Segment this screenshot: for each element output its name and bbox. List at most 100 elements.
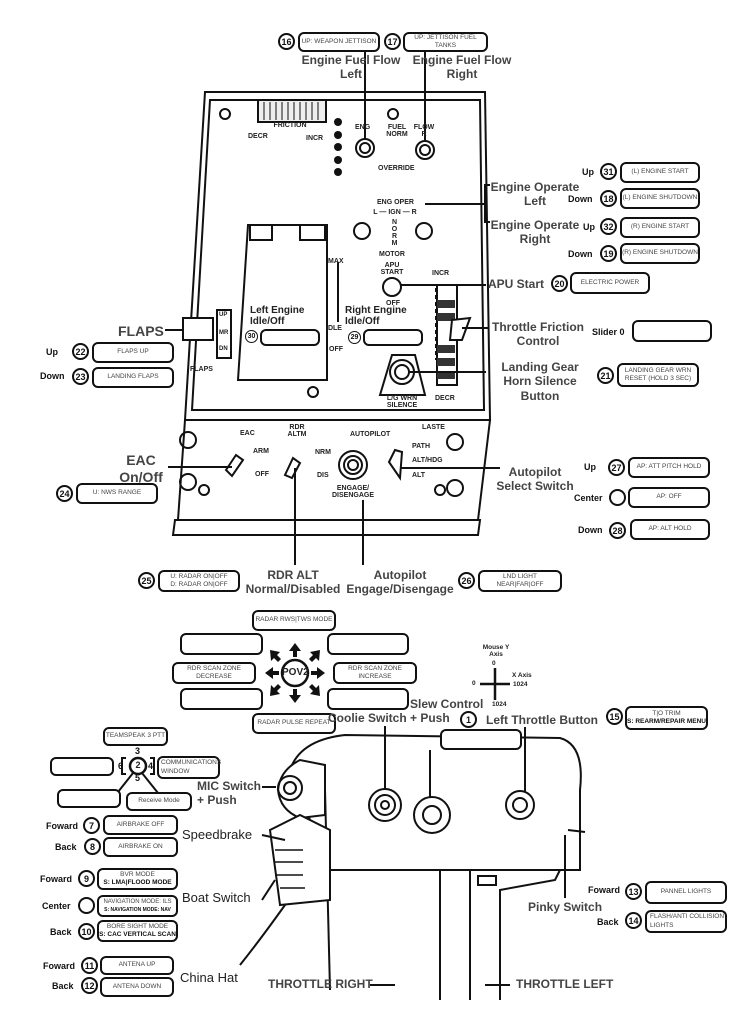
flaps-up-box: FLAPS UP: [92, 342, 174, 363]
teamspeak-box: TEAMSPEAK 3 PTT: [103, 727, 168, 746]
flaps-mr-mark: MR: [219, 330, 229, 336]
direction-4: 4: [148, 761, 154, 771]
autopilot-panel-label: AUTOPILOT: [350, 431, 391, 438]
button-number-7: 7: [83, 817, 100, 834]
eng-label: ENG: [355, 124, 371, 131]
l-engine-shutdown-box: (L) ENGINE SHUTDOWN: [620, 188, 700, 209]
button-number-31: 31: [600, 163, 617, 180]
comms-window-box: COMMUNICATIONS WINDOW: [157, 756, 221, 779]
button-number-center: [78, 897, 95, 914]
center-label: Center: [574, 493, 603, 503]
button-number-10: 10: [78, 923, 95, 940]
button-number-21: 21: [597, 367, 614, 384]
bore-text: BORE SIGHT MODE: [106, 922, 169, 930]
alt-label: ALT: [412, 472, 426, 479]
mic-switch-label: MIC Switch + Push: [197, 779, 262, 808]
y-zero-label: 0: [492, 660, 496, 667]
button-number-24: 24: [56, 485, 73, 502]
apu-off-label: OFF: [386, 300, 400, 307]
button-number-2: 2: [135, 760, 141, 770]
ign-label: L — IGN — R: [373, 209, 417, 216]
button-number-28: 28: [609, 522, 626, 539]
button-number-27: 27: [608, 459, 625, 476]
rdr-alt-label: RDR ALT Normal/Disabled: [245, 568, 341, 597]
coolie-switch-label: Coolie Switch: [328, 711, 407, 725]
forward-label: Foward: [40, 874, 73, 884]
autopilot-select-label: Autopilot Select Switch: [496, 465, 574, 494]
throttle-incr-label: INCR: [432, 270, 450, 277]
slider-label: Slider 0: [592, 327, 625, 337]
speedbrake-label: Speedbrake: [182, 827, 253, 842]
l-engine-start-box: (L) ENGINE START: [620, 162, 700, 183]
x-zero-label: 0: [472, 680, 476, 687]
up-label: Up: [584, 462, 596, 472]
fuel-jettison-box: UP: JETTISON FUEL TANKS: [403, 32, 488, 52]
rearm-text: S: REARM/REPAIR MENU: [627, 718, 706, 725]
china-hat-label: China Hat: [180, 970, 238, 985]
back-label: Back: [52, 981, 74, 991]
ap-alt-box: AP: ALT HOLD: [630, 519, 710, 540]
right-engine-label: Right Engine Idle/Off: [345, 305, 407, 327]
nav2-text: S: NAVIGATION MODE: NAV: [104, 906, 171, 913]
arm-label: ARM: [253, 448, 269, 455]
flow-r-label: FLOW R: [413, 124, 435, 138]
pov-right-box: RDR SCAN ZONE INCREASE: [333, 662, 417, 684]
eac-on-off-label: EAC On/Off: [119, 452, 163, 485]
nrm-label: NRM: [315, 449, 331, 456]
laste-label: LASTE: [422, 424, 445, 431]
radar-down-text: D: RADAR ON|OFF: [170, 581, 228, 588]
back-label: Back: [50, 927, 72, 937]
button-number-22: 22: [72, 343, 89, 360]
cac-text: S: CAC VERTICAL SCAN: [99, 931, 176, 938]
comms-down-box: [57, 789, 121, 808]
fuel-norm-label: FUEL NORM: [386, 124, 408, 138]
button-number-14: 14: [625, 912, 642, 929]
pinky-switch-label: Pinky Switch: [528, 900, 603, 914]
y-max-label: 1024: [492, 701, 507, 708]
r-engine-shutdown-box: (R) ENGINE SHUTDOWN: [620, 243, 700, 264]
nav-text: NAVIGATION MODE: ILS: [103, 899, 172, 906]
idle-label: IDLE: [326, 325, 342, 332]
button-number-8: 8: [84, 838, 101, 855]
weapon-jettison-box: UP: WEAPON JETTISON: [298, 32, 380, 52]
norm-label: NORM: [391, 219, 398, 247]
pov-up-left-box: [180, 633, 263, 655]
bvr-text: BVR MODE: [120, 870, 155, 878]
antena-down-box: ANTENA DOWN: [100, 977, 174, 997]
flaps-panel-label: FLAPS: [190, 366, 213, 373]
left-engine-label: Left Engine Idle/Off: [250, 305, 305, 327]
direction-5: 5: [135, 773, 141, 783]
lma-text: S: LMA|FLOOD MODE: [103, 879, 172, 886]
pov-down-left-box: [180, 688, 263, 710]
forward-label: Foward: [43, 961, 76, 971]
electric-power-box: ELECTRIC POWER: [570, 272, 650, 294]
panel-lights-box: PANNEL LIGHTS: [645, 881, 727, 904]
button-number-32: 32: [600, 218, 617, 235]
ap-off-box: AP: OFF: [628, 487, 710, 508]
throttle-friction-label: Throttle Friction Control: [492, 320, 584, 349]
boat-switch-label: Boat Switch: [182, 890, 251, 905]
throttle-decr-label: DECR: [435, 395, 455, 402]
button-number-1: 1: [460, 711, 477, 728]
engine-operate-right-label: Engine Operate Right: [490, 218, 580, 247]
max-label: MAX: [328, 258, 344, 265]
button-number-23: 23: [72, 368, 89, 385]
button-number-18: 18: [600, 190, 617, 207]
back-label: Back: [55, 842, 77, 852]
down-label: Down: [40, 371, 65, 381]
down-label: Down: [568, 249, 593, 259]
to-trim-text: T|O TRIM: [652, 709, 681, 717]
slew-control-label: Slew Control + Push: [410, 697, 484, 726]
button-number-9: 9: [78, 870, 95, 887]
friction-label: FRICTION: [273, 122, 307, 129]
antena-up-box: ANTENA UP: [100, 956, 174, 975]
ap-engage-label: Autopilot Engage/Disengage: [346, 568, 454, 597]
incr-label: INCR: [306, 135, 324, 142]
apu-start-label: APU Start: [488, 277, 545, 291]
down-label: Down: [568, 194, 593, 204]
